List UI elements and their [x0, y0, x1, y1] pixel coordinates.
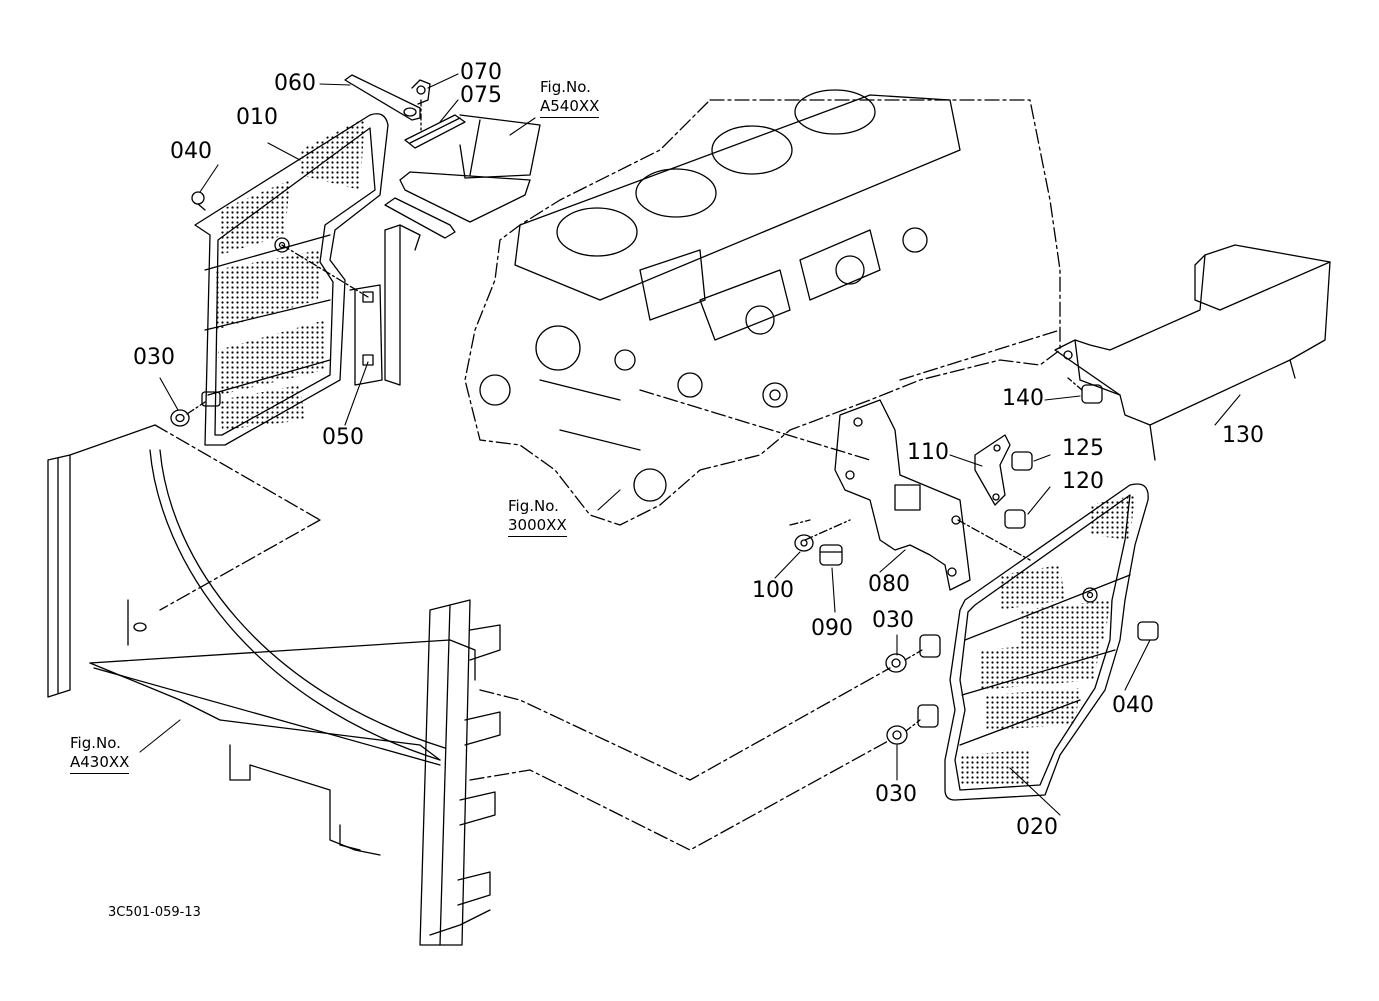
- callout-125: 125: [1062, 436, 1104, 461]
- callout-020: 020: [1016, 815, 1058, 840]
- cover-130: [1054, 244, 1331, 461]
- engine-block: [464, 89, 1061, 526]
- callout-130: 130: [1222, 423, 1264, 448]
- figure-ref-label: Fig.No.: [508, 497, 559, 515]
- callout-060: 060: [274, 71, 316, 96]
- callout-110: 110: [907, 440, 949, 465]
- shroud-panel-left-010: [170, 113, 389, 446]
- figure-ref-3000: Fig.No. 3000XX: [508, 497, 567, 537]
- callout-030-right-bottom: 030: [875, 782, 917, 807]
- leader-lines: [139, 73, 1241, 816]
- figure-ref-number: 3000XX: [508, 516, 567, 537]
- bracket-050: [281, 224, 421, 386]
- callout-075: 075: [460, 83, 502, 108]
- drawing-code: 3C501-059-13: [108, 905, 201, 920]
- callout-100: 100: [752, 578, 794, 603]
- callout-040-left: 040: [170, 139, 212, 164]
- callout-070: 070: [460, 60, 502, 85]
- callout-040-right: 040: [1112, 693, 1154, 718]
- figure-ref-label: Fig.No.: [540, 78, 591, 96]
- bracket-110-bolts-120-125: [974, 434, 1033, 529]
- callout-030-left: 030: [133, 345, 175, 370]
- figure-ref-number: A540XX: [540, 97, 600, 118]
- callout-090: 090: [811, 616, 853, 641]
- figure-ref-a540: Fig.No. A540XX: [540, 78, 600, 118]
- shroud-panel-right-020: [469, 483, 1159, 851]
- callout-030-right-top: 030: [872, 608, 914, 633]
- top-parts-060-070-075: [344, 74, 541, 239]
- callout-120: 120: [1062, 469, 1104, 494]
- figure-ref-number: A430XX: [70, 753, 130, 774]
- radiator-shroud: [47, 424, 501, 946]
- washer-and-bolt-100-090: [794, 534, 843, 566]
- callout-010: 010: [236, 105, 278, 130]
- figure-ref-label: Fig.No.: [70, 734, 121, 752]
- callout-050: 050: [322, 425, 364, 450]
- figure-ref-a430: Fig.No. A430XX: [70, 734, 130, 774]
- callout-080: 080: [868, 572, 910, 597]
- callout-140: 140: [1002, 386, 1044, 411]
- bracket-080: [789, 399, 971, 591]
